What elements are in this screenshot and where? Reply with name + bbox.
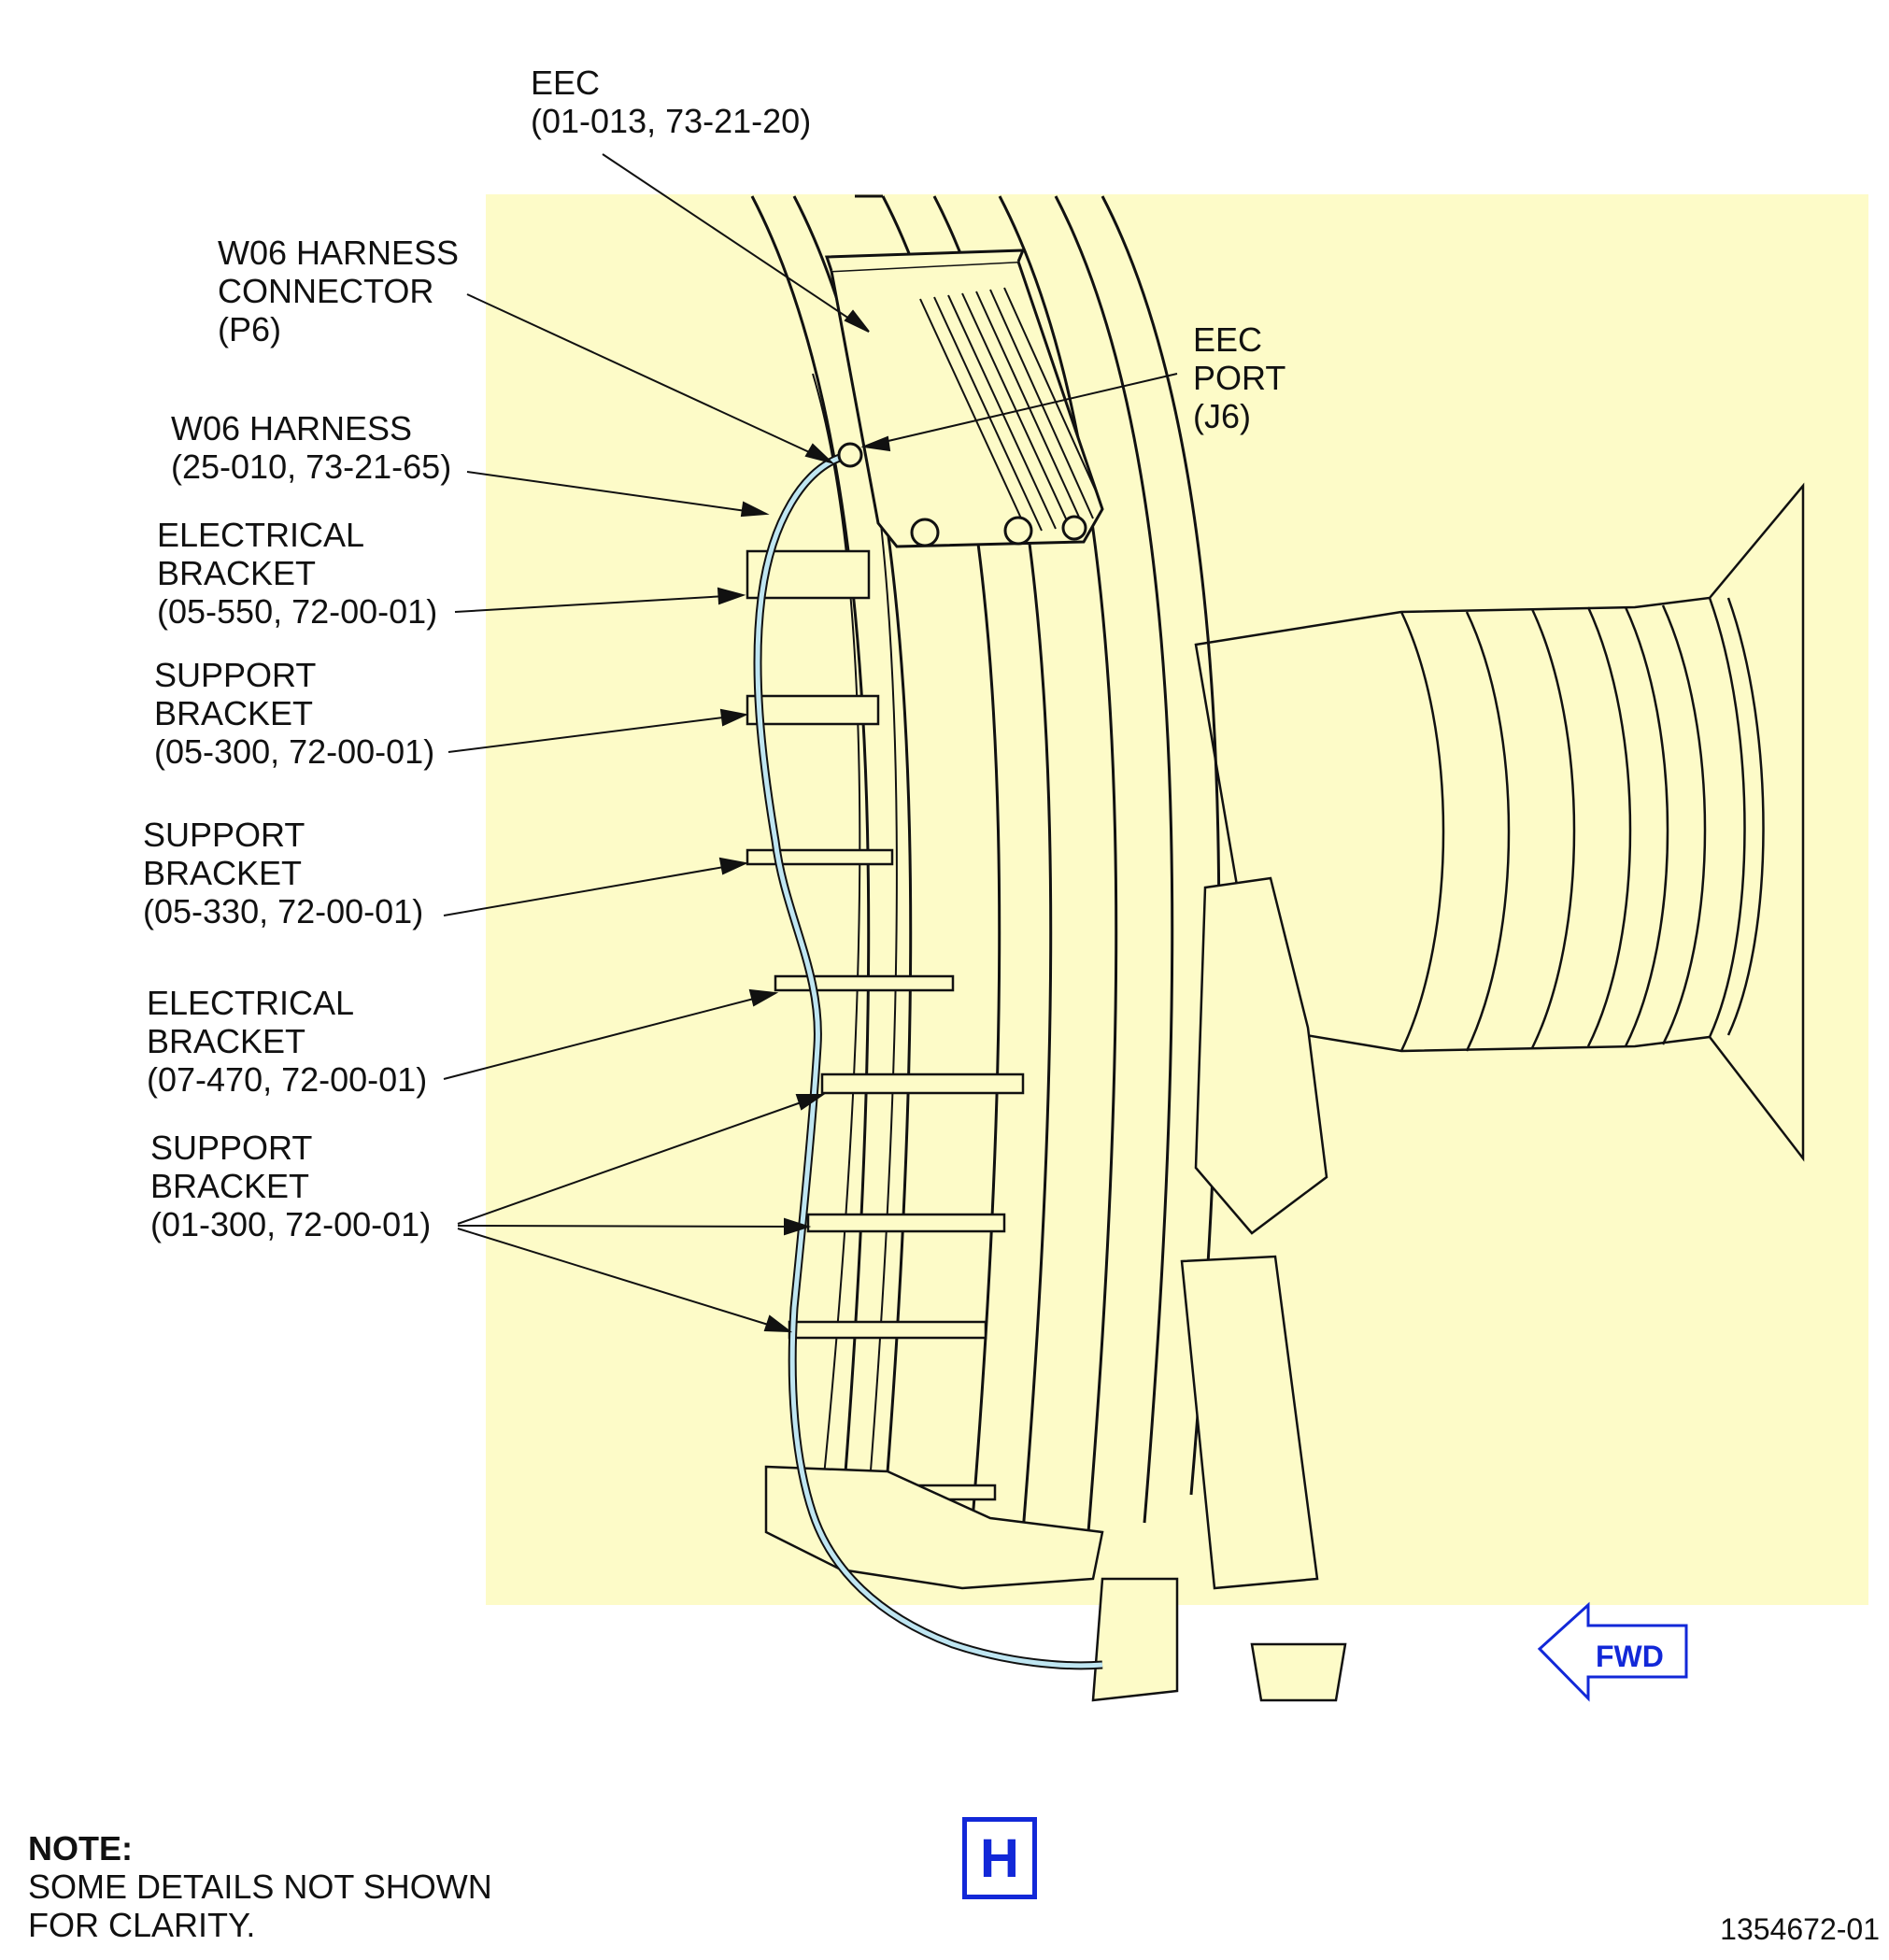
- callout-eec-port: EEC PORT (J6): [1193, 320, 1286, 435]
- engine-core: [1194, 482, 1805, 1162]
- leader-lines: [443, 153, 1178, 1333]
- harness-connector-p6: [837, 442, 863, 468]
- figure-number: 1354672-01: [1720, 1912, 1880, 1946]
- callout-w06-harness: W06 HARNESS (25-010, 73-21-65): [171, 409, 452, 486]
- background-mask-bottom: [486, 1605, 1140, 1960]
- callout-support-bracket-2: SUPPORT BRACKET (05-330, 72-00-01): [143, 816, 424, 930]
- brackets: [746, 549, 1025, 1501]
- background-mask-left: [0, 0, 486, 1960]
- lower-accessories: [764, 876, 1347, 1702]
- callout-support-bracket-3: SUPPORT BRACKET (01-300, 72-00-01): [150, 1129, 432, 1243]
- eec-unit: [824, 249, 1104, 548]
- note-block: NOTE: SOME DETAILS NOT SHOWN FOR CLARITY…: [28, 1829, 492, 1944]
- fwd-arrow: [1537, 1601, 1688, 1702]
- callout-eec: EEC (01-013, 73-21-20): [531, 64, 812, 140]
- view-letter-box: H: [962, 1817, 1037, 1899]
- note-text: SOME DETAILS NOT SHOWN FOR CLARITY.: [28, 1868, 492, 1944]
- note-heading: NOTE:: [28, 1829, 133, 1868]
- callout-electrical-bracket-2: ELECTRICAL BRACKET (07-470, 72-00-01): [147, 984, 428, 1099]
- callout-electrical-bracket-1: ELECTRICAL BRACKET (05-550, 72-00-01): [157, 516, 438, 631]
- callout-w06-harness-connector: W06 HARNESS CONNECTOR (P6): [218, 234, 460, 348]
- callout-support-bracket-1: SUPPORT BRACKET (05-300, 72-00-01): [154, 656, 435, 771]
- fwd-label: FWD: [1596, 1640, 1664, 1673]
- w06-harness-route-fill: [755, 453, 1103, 1669]
